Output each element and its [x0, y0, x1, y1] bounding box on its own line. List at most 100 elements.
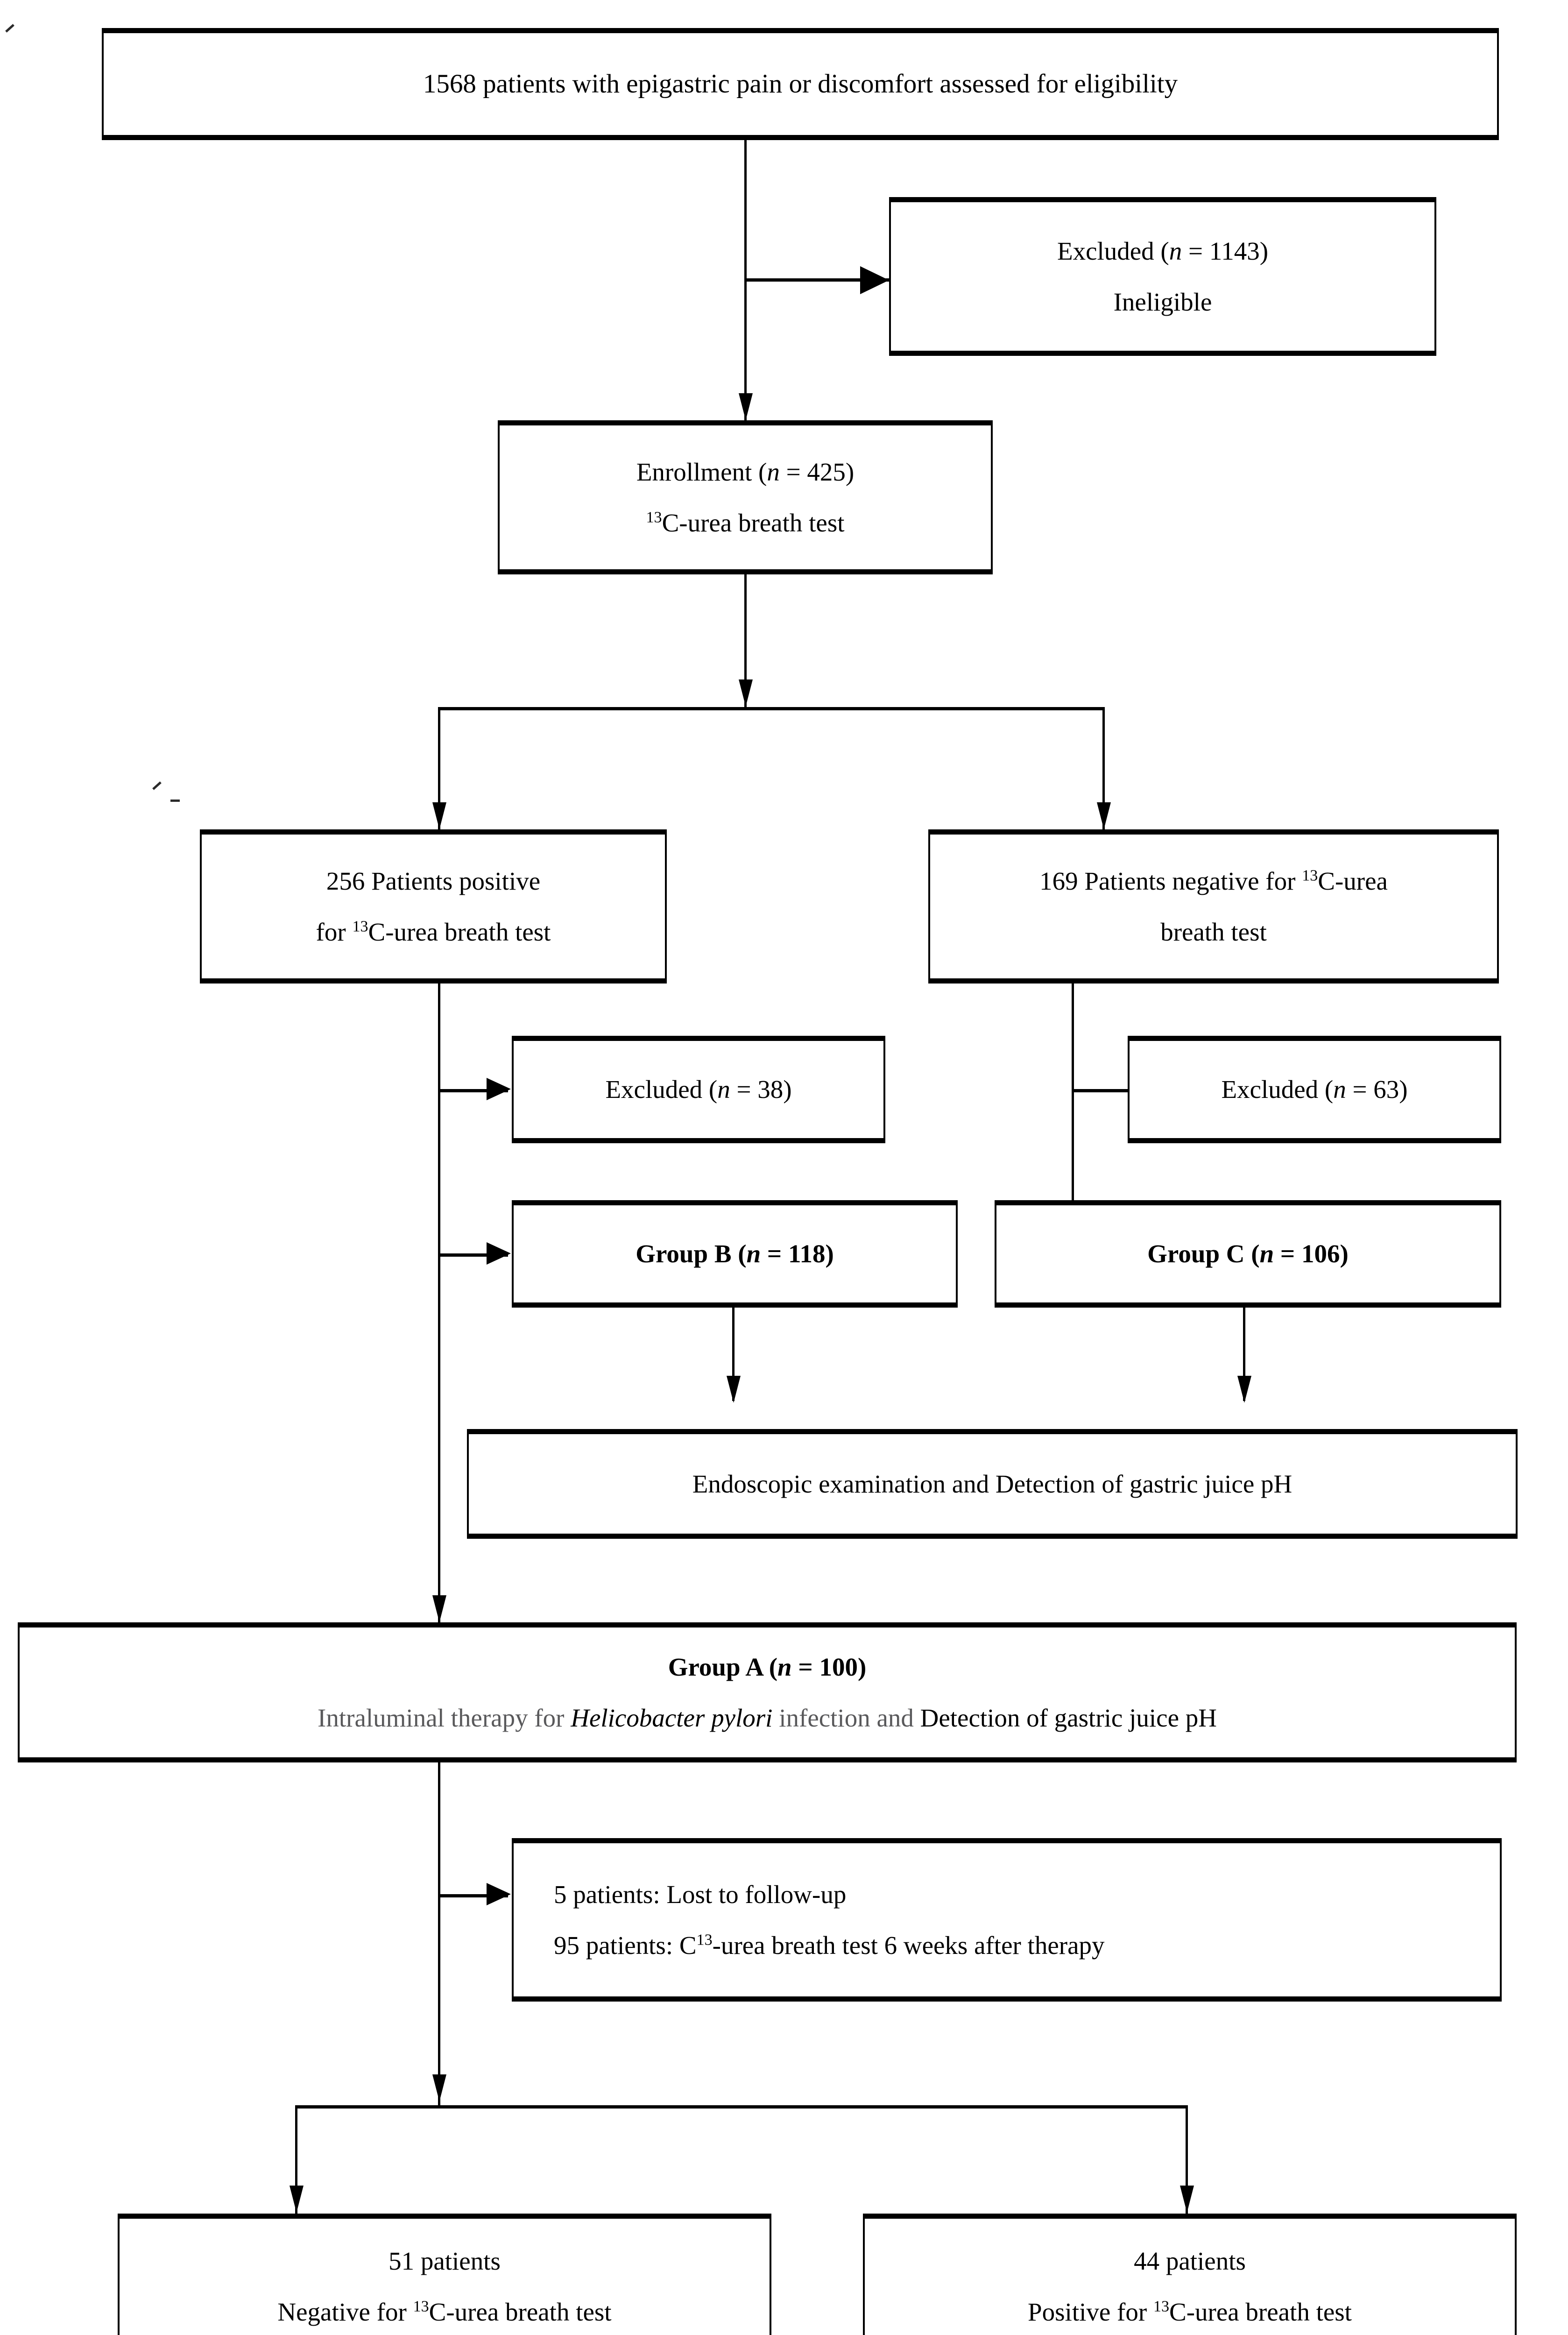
- group-c-prefix: Group C (: [1147, 1239, 1260, 1268]
- excluded-38-n-italic: n: [717, 1075, 730, 1104]
- node-group-a: Group A (n = 100) Intraluminal therapy f…: [18, 1622, 1517, 1762]
- connector-to-excluded-38: [438, 1089, 508, 1092]
- negative-count-line: 169 Patients negative for 13C-urea: [1039, 866, 1388, 896]
- group-b-suffix: = 118): [761, 1239, 834, 1268]
- enrollment-count-line: Enrollment (n = 425): [636, 457, 854, 487]
- connector-to-group-b: [438, 1253, 508, 1257]
- node-group-c: Group C (n = 106): [995, 1200, 1501, 1308]
- excluded-63-line: Excluded (n = 63): [1221, 1075, 1407, 1104]
- excluded-38-prefix: Excluded (: [605, 1075, 718, 1104]
- enrollment-isotope-superscript: 13: [646, 509, 662, 526]
- followup-isotope-superscript: 13: [696, 1931, 713, 1949]
- node-excluded-ineligible: Excluded (n = 1143) Ineligible: [889, 197, 1436, 356]
- node-followup: 5 patients: Lost to follow-up 95 patient…: [512, 1838, 1502, 2002]
- group-a-detection-label: Detection of gastric juice pH: [920, 1704, 1217, 1732]
- arrowhead-to-enrollment: [739, 393, 753, 420]
- result-positive-prefix: Positive for: [1028, 2298, 1153, 2326]
- group-c-suffix: = 106): [1274, 1239, 1349, 1268]
- positive-test-suffix: C-urea breath test: [368, 918, 551, 946]
- arrowhead-to-final-split: [432, 2074, 446, 2102]
- result-negative-isotope-superscript: 13: [413, 2298, 429, 2315]
- arrowhead-to-result-positive: [1180, 2186, 1194, 2213]
- assessed-label: 1568 patients with epigastric pain or di…: [423, 69, 1178, 99]
- followup-retest-prefix: 95 patients: C: [554, 1931, 697, 1960]
- positive-count-line: 256 Patients positive: [326, 866, 541, 895]
- excluded-top-prefix: Excluded (: [1057, 236, 1169, 265]
- connector-group-a-spine: [438, 1762, 440, 2108]
- scan-artifact-mid-left-dash: [170, 800, 180, 802]
- result-positive-test: Positive for 13C-urea breath test: [1028, 2297, 1352, 2327]
- result-negative-count: 51 patients: [388, 2246, 501, 2275]
- excluded-top-reason: Ineligible: [1113, 288, 1212, 316]
- connector-split-left-leg: [438, 707, 440, 833]
- group-c-line: Group C (n = 106): [1147, 1239, 1349, 1268]
- arrowhead-enrollment-split: [739, 679, 753, 707]
- arrowhead-to-followup: [487, 1883, 511, 1905]
- enrollment-n-italic: n: [767, 457, 780, 486]
- node-ubt-positive: 256 Patients positive for 13C-urea breat…: [200, 829, 667, 984]
- arrowhead-to-excluded-38: [487, 1078, 511, 1100]
- result-negative-suffix: C-urea breath test: [429, 2298, 612, 2326]
- connector-final-split-bar: [295, 2105, 1188, 2109]
- node-ubt-negative: 169 Patients negative for 13C-urea breat…: [928, 829, 1499, 984]
- group-c-n-italic: n: [1259, 1239, 1274, 1268]
- excluded-63-n-italic: n: [1333, 1075, 1346, 1104]
- connector-positive-arm-spine: [438, 984, 440, 1622]
- scan-artifact-top-left: [5, 24, 14, 33]
- positive-test-prefix: for: [316, 918, 353, 946]
- connector-to-followup: [438, 1894, 508, 1897]
- excluded-top-n-italic: n: [1169, 236, 1182, 265]
- group-a-suffix: = 100): [791, 1652, 867, 1681]
- enrollment-prefix: Enrollment (: [636, 457, 767, 486]
- connector-group-c-to-endoscopy: [1243, 1308, 1245, 1401]
- node-endoscopy-ph: Endoscopic examination and Detection of …: [467, 1429, 1518, 1539]
- result-positive-suffix: C-urea breath test: [1169, 2298, 1352, 2326]
- node-excluded-38: Excluded (n = 38): [512, 1036, 885, 1143]
- arrowhead-group-b-to-endoscopy: [727, 1376, 741, 1403]
- followup-retest-line: 95 patients: C13-urea breath test 6 week…: [554, 1931, 1104, 1960]
- group-a-therapy-prefix: Intraluminal therapy for: [318, 1704, 571, 1732]
- enrollment-test-label: C-urea breath test: [662, 509, 845, 537]
- arrowhead-group-c-to-endoscopy: [1237, 1376, 1251, 1403]
- group-b-line: Group B (n = 118): [636, 1239, 834, 1268]
- connector-final-right-leg: [1186, 2105, 1188, 2217]
- enrollment-suffix: = 425): [779, 457, 855, 486]
- arrowhead-to-group-b: [487, 1242, 511, 1265]
- connector-final-left-leg: [295, 2105, 297, 2217]
- node-enrollment: Enrollment (n = 425) 13C-urea breath tes…: [498, 420, 993, 574]
- positive-isotope-superscript: 13: [352, 918, 368, 935]
- connector-assessed-to-excluded: [744, 278, 889, 282]
- node-excluded-63: Excluded (n = 63): [1128, 1036, 1501, 1143]
- excluded-63-prefix: Excluded (: [1221, 1075, 1334, 1104]
- connector-split-right-leg: [1102, 707, 1105, 833]
- excluded-top-suffix: = 1143): [1182, 236, 1269, 265]
- enrollment-test-line: 13C-urea breath test: [646, 508, 844, 538]
- arrowhead-to-result-negative: [290, 2186, 304, 2213]
- excluded-top-count-line: Excluded (n = 1143): [1057, 236, 1268, 266]
- group-b-n-italic: n: [746, 1239, 761, 1268]
- arrowhead-to-excluded-top: [860, 266, 889, 294]
- result-positive-isotope-superscript: 13: [1153, 2298, 1170, 2315]
- group-b-prefix: Group B (: [636, 1239, 747, 1268]
- group-a-organism-italic: Helicobacter pylori: [571, 1704, 773, 1732]
- connector-split-bar: [438, 707, 1105, 710]
- negative-isotope-superscript: 13: [1302, 867, 1318, 884]
- scan-artifact-mid-left: [152, 781, 162, 790]
- endoscopy-label: Endoscopic examination and Detection of …: [692, 1469, 1293, 1498]
- negative-test-line: breath test: [1160, 918, 1267, 946]
- node-result-positive: 44 patients Positive for 13C-urea breath…: [863, 2214, 1517, 2335]
- result-positive-count: 44 patients: [1134, 2246, 1246, 2275]
- arrowhead-to-negative: [1097, 802, 1111, 829]
- group-a-therapy-line: Intraluminal therapy for Helicobacter py…: [318, 1703, 1217, 1733]
- group-a-n-italic: n: [777, 1652, 792, 1681]
- connector-group-b-to-endoscopy: [732, 1308, 735, 1401]
- result-negative-prefix: Negative for: [277, 2298, 413, 2326]
- node-assessed-for-eligibility: 1568 patients with epigastric pain or di…: [102, 28, 1499, 140]
- connector-negative-arm-spine: [1072, 984, 1074, 1226]
- excluded-63-suffix: = 63): [1346, 1075, 1408, 1104]
- group-a-prefix: Group A (: [668, 1652, 778, 1681]
- arrowhead-to-positive: [432, 802, 446, 829]
- negative-suffix: C-urea: [1318, 866, 1388, 895]
- followup-lost-line: 5 patients: Lost to follow-up: [554, 1880, 847, 1909]
